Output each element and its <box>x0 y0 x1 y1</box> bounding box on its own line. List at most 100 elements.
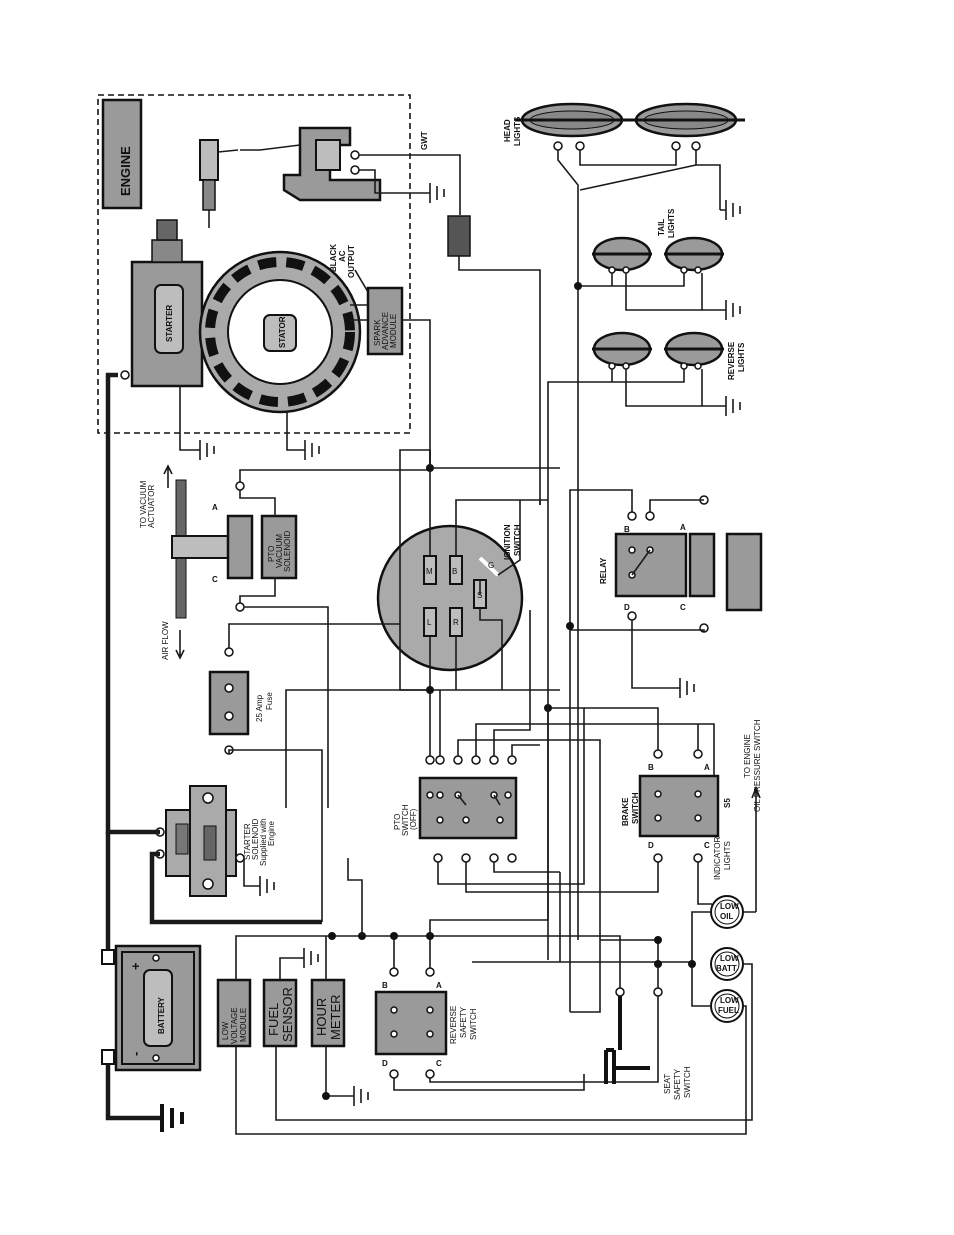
spark-label-1: SPARK <box>373 319 382 346</box>
seat-safety-switch <box>604 987 663 1084</box>
ign-term-s: S <box>477 591 482 600</box>
ign-term-r: R <box>453 618 459 627</box>
ac-label: AC <box>338 250 347 262</box>
head-light-1 <box>515 102 630 151</box>
ignition-label-1: IGNITION <box>503 524 512 560</box>
head-lights-label-1: HEAD <box>503 119 512 142</box>
stator-label: STATOR <box>278 316 287 348</box>
lvm-label-2: VOLTAGE <box>230 1007 239 1044</box>
seat-label-3: SWITCH <box>683 1066 692 1098</box>
pto-vac-label-3: SOLENOID <box>283 530 292 572</box>
brake-term-b: B <box>648 763 654 772</box>
solenoid-label-1: STARTER <box>243 823 252 860</box>
battery-minus: - <box>128 1052 143 1056</box>
engine-label-box <box>101 98 143 210</box>
rev-sw-label-2: SAFETY <box>459 1006 468 1038</box>
oil-switch-label-1: TO ENGINE <box>743 734 752 778</box>
airflow-label: AIR FLOW <box>161 621 170 660</box>
pto-vacuum-valve <box>226 514 254 580</box>
ground-battery <box>160 1104 184 1132</box>
starter-motor <box>120 219 204 388</box>
brake-switch <box>638 774 720 838</box>
fuse-label-2: Fuse <box>265 692 274 710</box>
rev-sw-label-3: SWITCH <box>469 1008 478 1040</box>
ground-taillights <box>702 300 741 320</box>
brake-s5-label: S5 <box>723 798 732 808</box>
ground-headlights <box>720 200 741 220</box>
spark-label-3: MODULE <box>389 314 398 348</box>
fuel-sensor-label-2: SENSOR <box>280 987 295 1042</box>
ground-stator <box>286 412 320 460</box>
brake-term-a: A <box>704 763 710 772</box>
reverse-safety-switch <box>374 990 448 1056</box>
head-light-2 <box>630 102 745 151</box>
low-batt-label-2: BATT. <box>716 964 738 973</box>
inline-resistor <box>447 215 471 257</box>
spark-advance-module <box>366 286 404 356</box>
relay-label: RELAY <box>599 557 608 584</box>
pto-switch <box>418 776 518 840</box>
battery-ground-cable <box>105 1060 160 1121</box>
brake-term-d: D <box>648 841 654 850</box>
hour-meter-label-2: METER <box>328 995 343 1041</box>
tail-light-2 <box>664 236 724 274</box>
low-batt-label-1: LOW <box>720 954 739 963</box>
head-lights-label-2: LIGHTS <box>513 116 522 146</box>
tail-light-1 <box>592 236 652 274</box>
ground-starter <box>179 386 215 460</box>
ground-fuel-sensor <box>303 948 319 968</box>
lvm-label-3: MODULE <box>239 1008 248 1042</box>
low-oil-label-2: OIL <box>720 912 733 921</box>
ignition-label-2: SWITCH <box>513 524 522 556</box>
ground-coil <box>429 183 445 203</box>
low-voltage-module <box>216 978 252 1048</box>
reverse-lights-label-2: LIGHTS <box>737 342 746 372</box>
black-ac-label: BLACK <box>329 244 338 272</box>
output-label: OUTPUT <box>347 245 356 278</box>
rev-sw-term-a: A <box>436 981 442 990</box>
ign-term-l: L <box>427 618 432 627</box>
vacuum-actuator <box>171 535 229 559</box>
seat-label-2: SAFETY <box>673 1068 682 1100</box>
oil-switch-label-2: OIL PRESSURE SWITCH <box>753 719 762 812</box>
low-fuel-label-2: FUEL <box>718 1006 739 1015</box>
ign-term-m: M <box>426 567 433 576</box>
vac-term-c: C <box>212 575 218 584</box>
solenoid-label-3: Supplied with <box>259 818 268 866</box>
relay <box>614 532 688 598</box>
fuse-25-amp <box>208 670 250 736</box>
engine-boundary <box>97 94 411 434</box>
pto-vac-label-1: PTO <box>267 546 276 562</box>
relay-term-b: B <box>624 525 630 534</box>
reverse-lights-label-1: REVERSE <box>727 341 736 380</box>
lvm-label-1: LOW <box>221 1021 230 1040</box>
ign-term-b: B <box>452 567 457 576</box>
tail-lights-label-1: TAIL <box>657 219 666 236</box>
relay-term-a: A <box>680 523 686 532</box>
vacuum-label-1: TO VACUUM <box>139 480 148 528</box>
starter-solenoid <box>155 785 245 897</box>
fuel-sensor-label-1: FUEL <box>266 1003 281 1036</box>
solenoid-label-2: SOLENOID <box>251 818 260 860</box>
starter-label: STARTER <box>165 305 174 342</box>
gwt-label: GWT <box>420 131 429 150</box>
brake-label-2: SWITCH <box>631 792 640 824</box>
ignition-coil <box>240 126 461 215</box>
battery-cable-starter <box>105 372 160 835</box>
ign-term-g: G <box>488 561 494 570</box>
low-fuel-label-1: LOW <box>720 996 739 1005</box>
seat-label-1: SEAT <box>663 1074 672 1094</box>
relay-term-c: C <box>680 603 686 612</box>
rev-sw-term-d: D <box>382 1059 388 1068</box>
rev-sw-term-b: B <box>382 981 388 990</box>
ground-solenoid <box>259 876 275 896</box>
rev-sw-term-c: C <box>436 1059 442 1068</box>
battery-plus: + <box>128 962 143 970</box>
ground-relay <box>679 678 695 698</box>
vacuum-label-2: ACTUATOR <box>147 485 156 528</box>
hour-meter-label-1: HOUR <box>314 998 329 1036</box>
pto-vac-label-2: VACUUM <box>275 534 284 568</box>
pto-vacuum-solenoid <box>260 514 298 580</box>
reverse-light-2 <box>664 331 724 370</box>
brake-term-c: C <box>704 841 710 850</box>
